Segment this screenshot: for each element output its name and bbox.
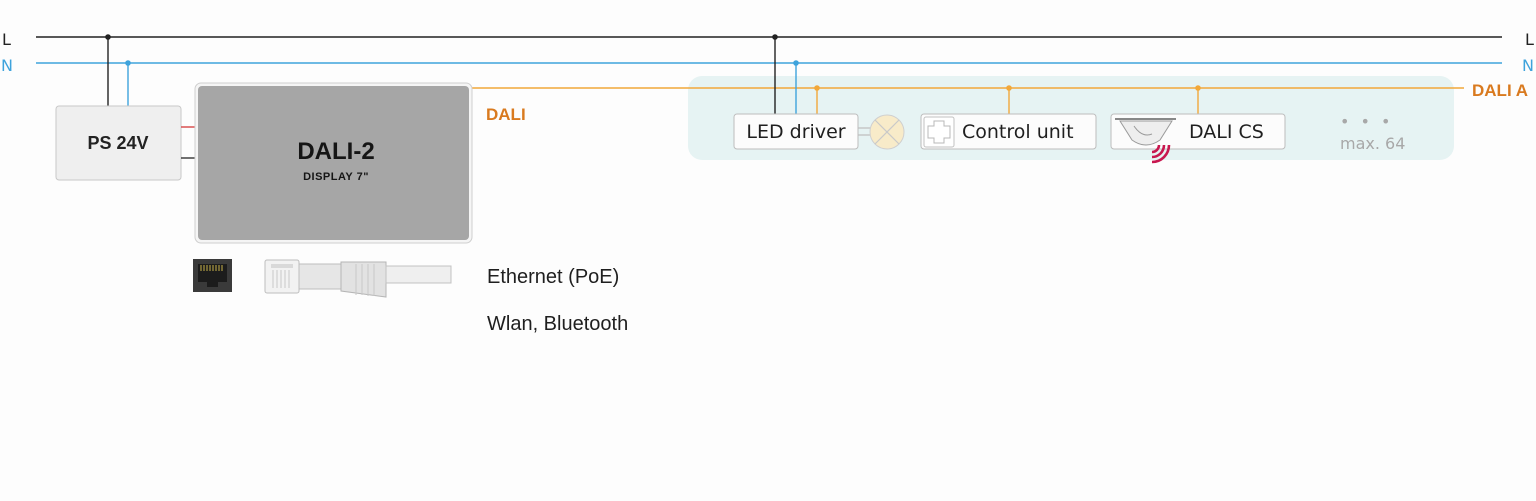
control-unit: Control unit bbox=[920, 113, 1097, 150]
dali-cs: DALI CS bbox=[1110, 113, 1286, 164]
control-unit-dali-junction bbox=[1006, 85, 1012, 91]
n-label-right: N bbox=[1522, 56, 1534, 75]
dali-display-device: DALI-2 DISPLAY 7" bbox=[194, 82, 473, 244]
ps-n-junction bbox=[125, 60, 131, 66]
more-devices-dots: • • • bbox=[1340, 112, 1393, 131]
driver-n-junction bbox=[793, 60, 799, 66]
n-label-left: N bbox=[1, 56, 13, 75]
driver-l-junction bbox=[772, 34, 778, 40]
ps-l-junction bbox=[105, 34, 111, 40]
device-title: DALI-2 bbox=[297, 138, 374, 165]
control-unit-label: Control unit bbox=[962, 121, 1074, 143]
device-subtitle: DISPLAY 7" bbox=[303, 171, 369, 183]
control-unit-icon bbox=[923, 116, 955, 148]
sensor-dali-junction bbox=[1195, 85, 1201, 91]
wireless-label: Wlan, Bluetooth bbox=[487, 313, 628, 335]
power-supply: PS 24V bbox=[55, 105, 182, 181]
lamp-icon bbox=[869, 114, 905, 150]
driver-dali-junction bbox=[814, 85, 820, 91]
dali-a-label: DALI A bbox=[1472, 81, 1528, 100]
led-driver-label: LED driver bbox=[746, 121, 845, 143]
l-label-right: L bbox=[1525, 30, 1534, 49]
dali-label: DALI bbox=[486, 105, 526, 124]
sensor-icon bbox=[1115, 118, 1176, 164]
ethernet-label: Ethernet (PoE) bbox=[487, 266, 619, 288]
power-supply-label: PS 24V bbox=[87, 133, 148, 153]
l-label-left: L bbox=[2, 30, 11, 49]
max-devices-label: max. 64 bbox=[1340, 134, 1405, 153]
led-driver: LED driver bbox=[733, 113, 859, 150]
rj45-socket-icon bbox=[193, 259, 232, 292]
ethernet-plug-icon bbox=[264, 259, 452, 298]
dali-cs-label: DALI CS bbox=[1189, 121, 1264, 143]
